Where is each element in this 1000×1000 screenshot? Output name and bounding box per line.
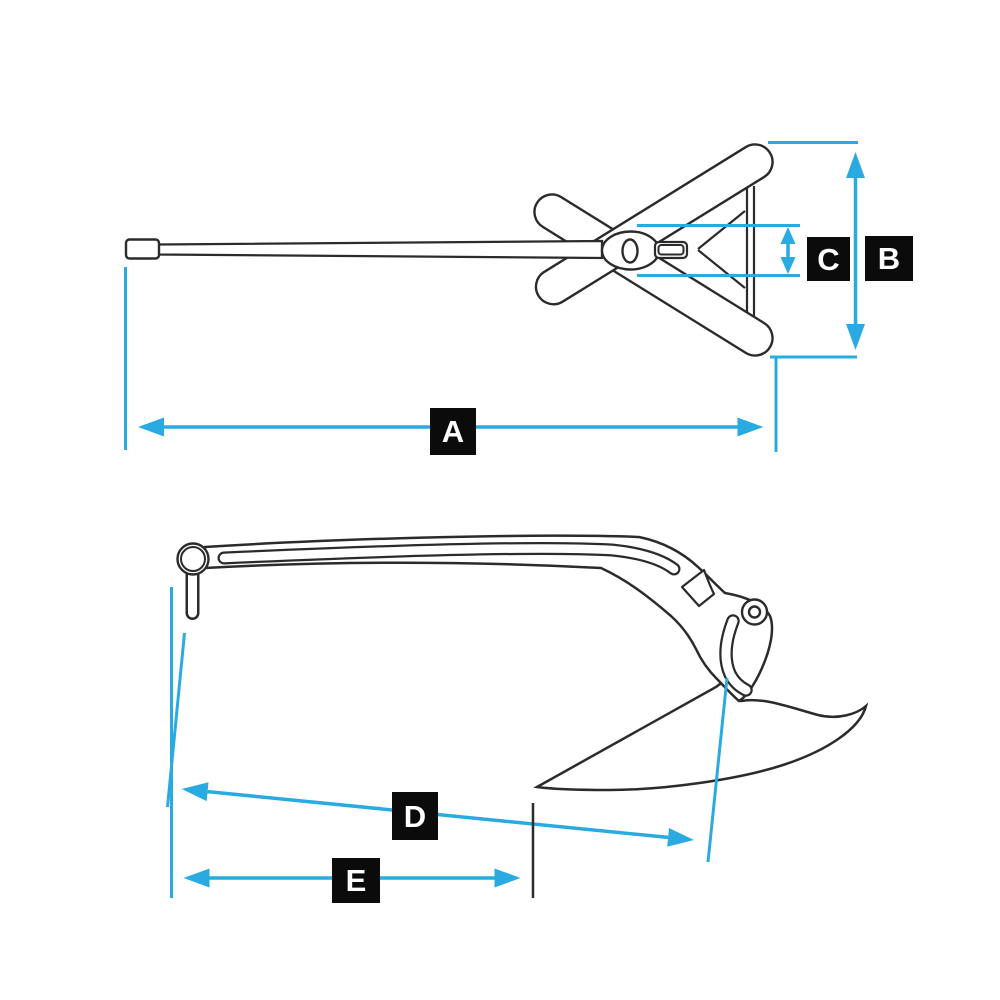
shank-end-cap bbox=[124, 238, 161, 260]
dimension-label-b: B bbox=[865, 236, 913, 281]
pivot-hole bbox=[621, 238, 639, 264]
plough-blade bbox=[533, 679, 869, 792]
arrowhead-c-down-icon bbox=[780, 257, 796, 274]
dimension-label-a: A bbox=[430, 408, 476, 455]
arrowhead-d-right-icon bbox=[667, 828, 694, 847]
arrowhead-b-bottom-icon bbox=[846, 324, 865, 350]
fluke-back-plate bbox=[745, 186, 756, 319]
dimension-b bbox=[768, 141, 865, 359]
top-view-anchor-drawing bbox=[124, 143, 774, 357]
arrowhead-c-up-icon bbox=[780, 227, 796, 244]
side-view-anchor-drawing bbox=[176, 534, 869, 792]
arrowhead-b-top-icon bbox=[846, 152, 865, 178]
dimension-label-d: D bbox=[392, 792, 438, 840]
arrowhead-d-left-icon bbox=[181, 782, 209, 802]
anchor-ring bbox=[176, 542, 210, 576]
shank-top-view bbox=[156, 239, 604, 260]
arrowhead-a-left-icon bbox=[138, 417, 164, 437]
blade-ridge-lines bbox=[697, 210, 746, 289]
dimension-label-c: C bbox=[807, 237, 850, 281]
hinge-slot-inner bbox=[657, 244, 685, 256]
dimension-label-e: E bbox=[332, 858, 380, 903]
dimension-e bbox=[170, 587, 535, 898]
arrowhead-e-right-icon bbox=[494, 868, 521, 888]
arrowhead-a-right-icon bbox=[737, 417, 764, 437]
shank-inner-slot bbox=[217, 541, 681, 576]
swivel-stop-notch bbox=[680, 568, 716, 608]
pivot-pin-hole bbox=[747, 605, 762, 619]
dimension-c bbox=[637, 224, 800, 277]
arrowhead-e-left-icon bbox=[183, 868, 210, 888]
hinge-curved-slot bbox=[719, 614, 753, 697]
